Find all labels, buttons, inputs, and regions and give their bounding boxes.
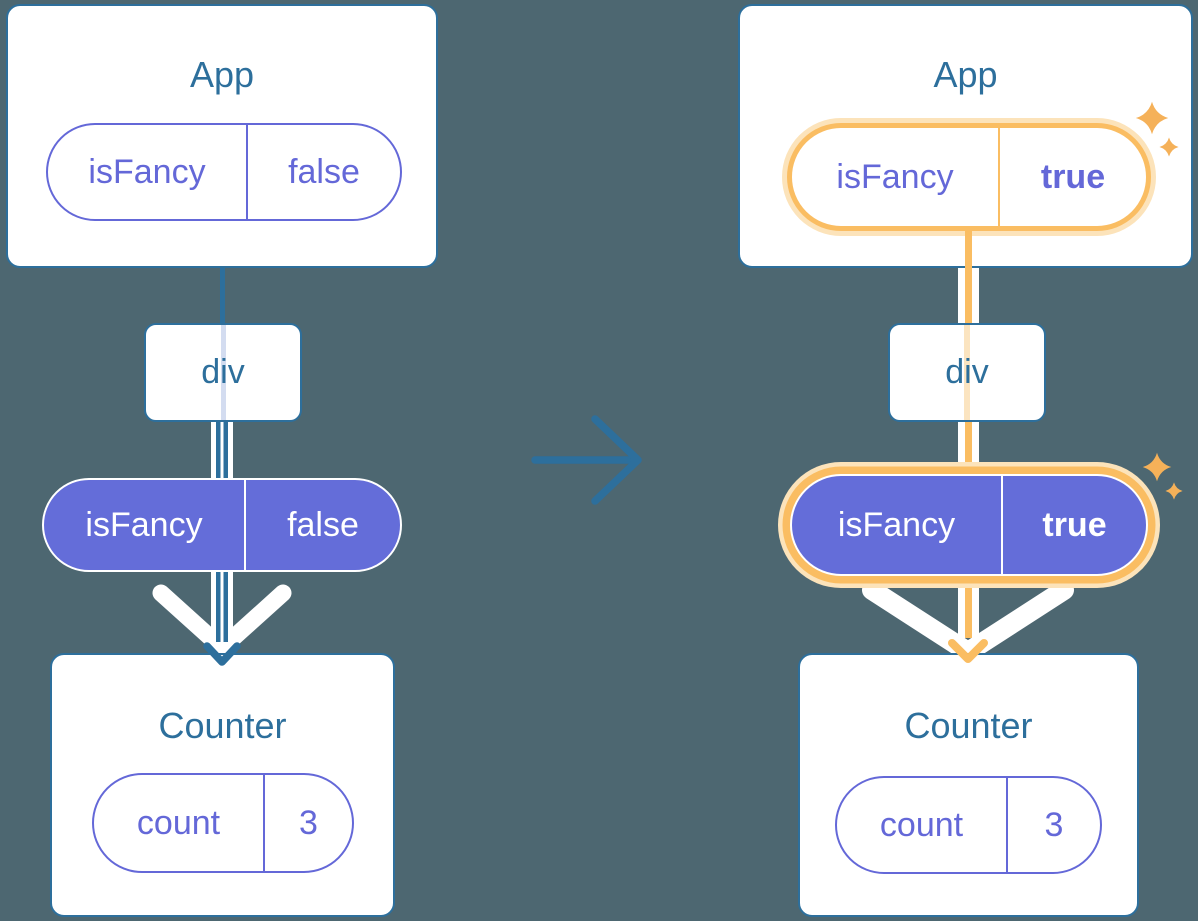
component-title: Counter <box>904 705 1033 746</box>
state-key: isFancy <box>88 152 206 191</box>
prop-flow-line <box>964 230 972 272</box>
state-key: count <box>136 803 221 842</box>
prop-key: isFancy <box>837 505 956 544</box>
state-value: false <box>246 125 400 219</box>
component-title: Counter <box>158 705 287 746</box>
component-title: App <box>189 54 255 95</box>
state-pill: isFancy false <box>46 123 402 221</box>
down-arrowhead-icon <box>203 642 241 666</box>
counter-card: Counter count 3 <box>798 653 1139 917</box>
component-title: div <box>945 353 989 391</box>
prop-key: isFancy <box>85 505 203 544</box>
app-card: App isFancy true <box>738 4 1193 268</box>
component-title: div <box>201 353 245 391</box>
state-value: 3 <box>263 775 352 871</box>
prop-value: true <box>1001 476 1146 574</box>
div-card: div <box>888 323 1046 422</box>
counter-card: Counter count 3 <box>50 653 395 917</box>
sparkle-icon <box>1165 482 1183 500</box>
component-title: App <box>933 54 998 95</box>
down-arrowhead-icon <box>948 639 988 663</box>
state-pill: count 3 <box>92 773 354 873</box>
state-key: count <box>879 805 964 844</box>
chevron-down-icon <box>152 584 292 657</box>
tree-edge-line <box>219 266 225 326</box>
prop-flow-line <box>211 420 233 480</box>
prop-flow-line <box>957 268 979 326</box>
state-value: true <box>998 128 1146 226</box>
sparkle-icon <box>1159 137 1179 157</box>
prop-flow-line <box>957 582 979 638</box>
prop-flow-line <box>211 568 233 642</box>
prop-value: false <box>244 480 400 570</box>
app-card: App isFancy false <box>6 4 438 268</box>
transition-arrow-icon <box>531 415 642 505</box>
prop-pill: isFancy false <box>42 478 402 572</box>
chevron-down-icon <box>862 580 1074 662</box>
div-card: div <box>144 323 302 422</box>
prop-flow-line <box>957 420 979 472</box>
prop-pill-highlighted: isFancy true <box>790 474 1148 576</box>
state-key: isFancy <box>836 157 954 196</box>
state-pill: count 3 <box>835 776 1102 874</box>
pass-through-line <box>220 325 226 420</box>
pass-through-line <box>964 325 970 420</box>
sparkle-icon <box>1142 452 1172 482</box>
sparkle-icon <box>1135 101 1169 135</box>
state-value: 3 <box>1006 778 1100 872</box>
state-pill-highlighted: isFancy true <box>787 123 1151 231</box>
